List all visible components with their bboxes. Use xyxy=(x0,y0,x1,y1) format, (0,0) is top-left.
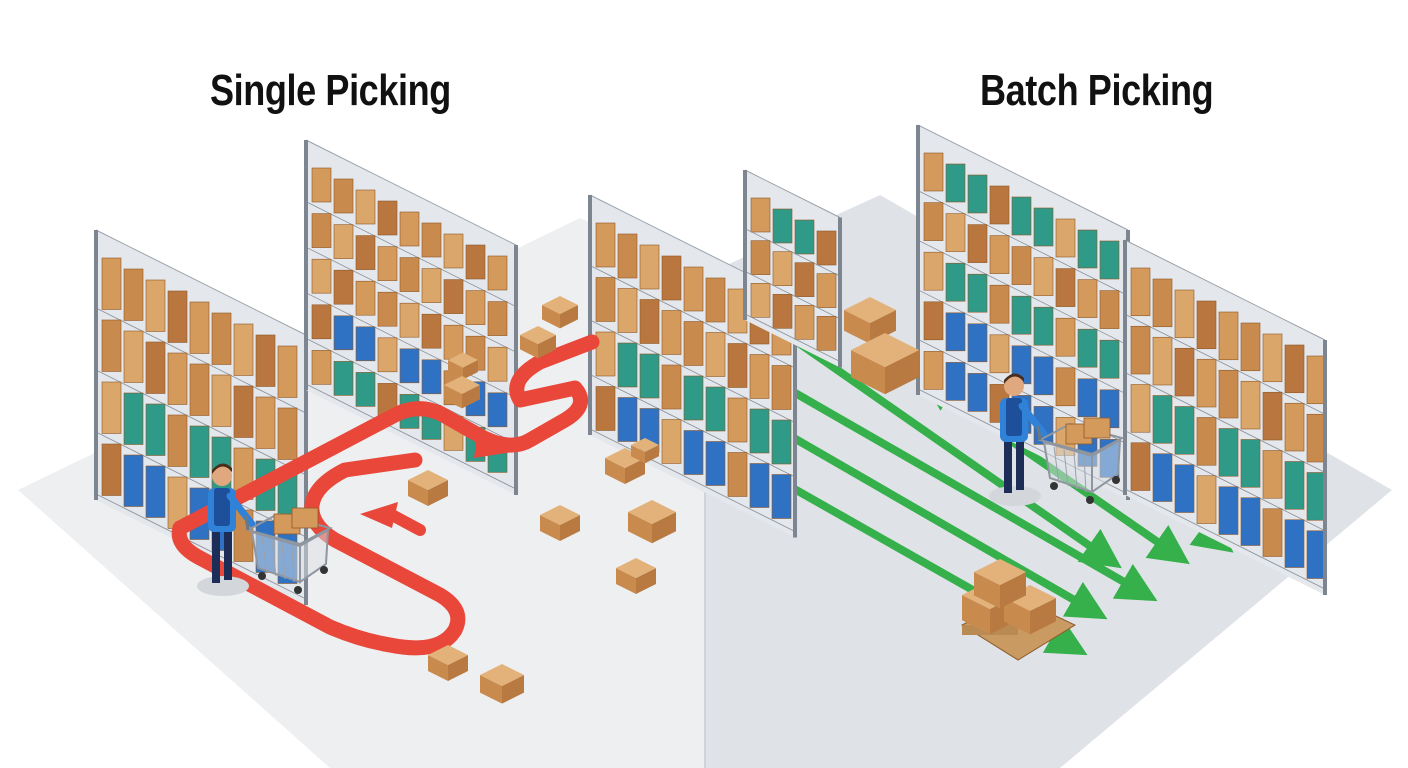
loose-boxes xyxy=(408,296,1077,704)
batch-route-lane xyxy=(1006,436,1190,565)
shelving-units xyxy=(94,124,1327,605)
shelving-unit xyxy=(916,124,1130,500)
shelving-unit xyxy=(743,169,842,368)
cardboard-box xyxy=(540,505,580,541)
worker-with-cart-icon xyxy=(989,373,1125,506)
shelving-unit xyxy=(1123,239,1327,595)
shopping-cart xyxy=(244,507,333,594)
workers xyxy=(197,373,1125,596)
cardboard-box xyxy=(408,470,448,506)
cardboard-box xyxy=(448,352,478,380)
cardboard-box xyxy=(520,326,556,359)
worker-with-cart-icon xyxy=(197,463,333,596)
cardboard-box xyxy=(851,333,919,395)
single-picking-title: Single Picking xyxy=(210,66,451,115)
batch-route-lane xyxy=(786,386,1158,602)
single-route-path xyxy=(172,334,600,536)
cardboard-box xyxy=(844,297,896,344)
shopping-cart xyxy=(1036,417,1125,504)
cardboard-box xyxy=(628,500,676,544)
shelving-unit xyxy=(94,229,308,605)
pallet-with-boxes-icon xyxy=(960,559,1077,661)
batch-picking-title: Batch Picking xyxy=(980,66,1214,115)
cardboard-box xyxy=(542,296,578,329)
single-picking-route xyxy=(171,334,600,656)
cardboard-box xyxy=(631,438,659,464)
cardboard-box xyxy=(444,376,480,409)
cardboard-box xyxy=(480,664,524,704)
single-route-loop xyxy=(171,452,466,656)
cardboard-box xyxy=(616,558,656,594)
single-route-arrow-left xyxy=(360,502,398,528)
cardboard-box xyxy=(428,645,468,681)
single-route-arrow-right xyxy=(474,428,512,458)
batch-route-lane xyxy=(776,426,1108,620)
batch-route-lane xyxy=(796,340,1122,569)
